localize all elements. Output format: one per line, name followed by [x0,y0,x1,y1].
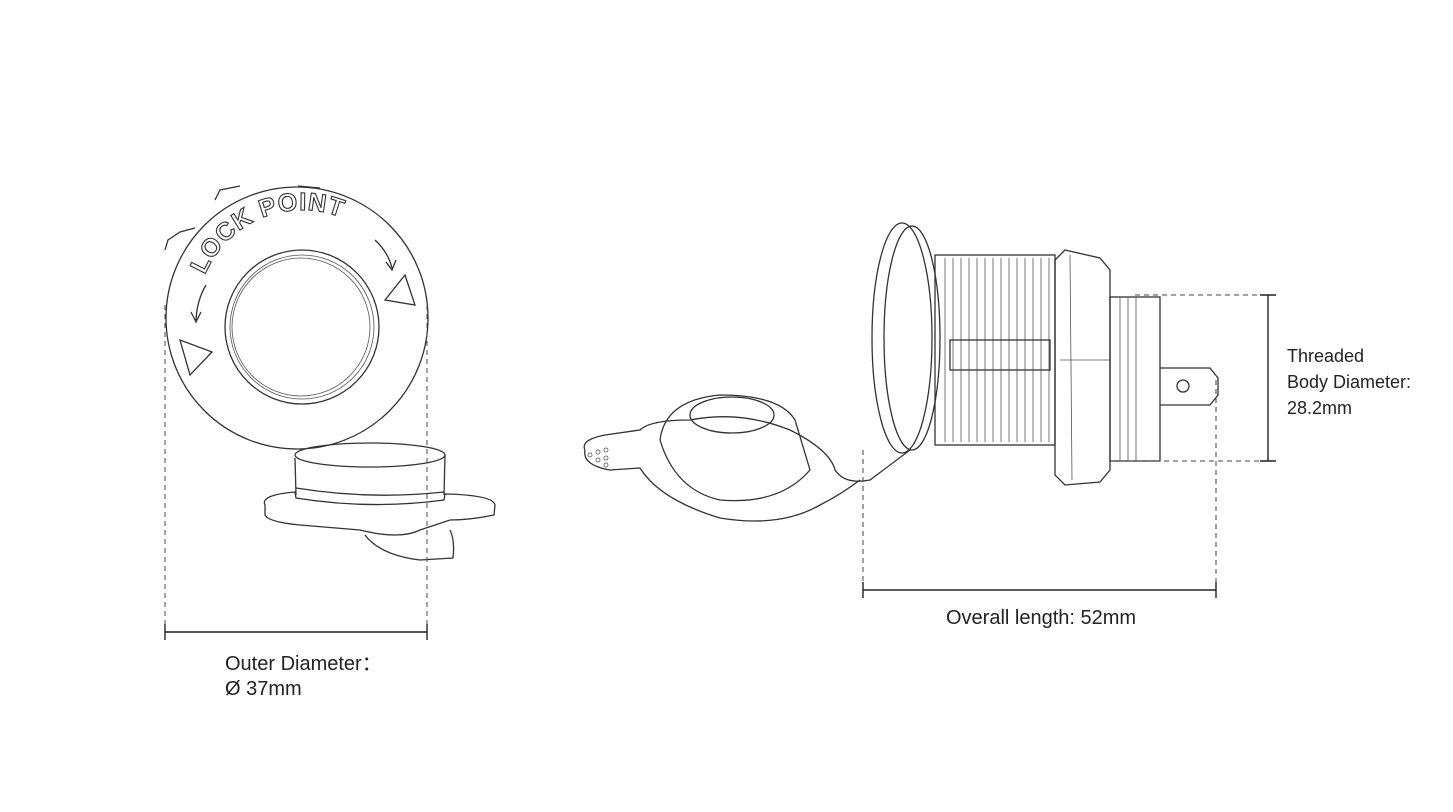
triangle-marker-icon [383,273,416,306]
outer-diameter-dimension-line [164,624,428,640]
cap-front-view [263,442,496,561]
outer-diameter-value: Ø 37mm [225,678,302,700]
arrow-right-icon [374,239,397,272]
cap-side-view [583,394,911,522]
extension-line [862,380,1217,595]
overall-length-label: Overall length: 52mm [946,607,1137,629]
triangle-marker-icon [179,338,214,377]
thread-diameter-label-line1: Threaded [1287,346,1365,366]
thread-diameter-dimension-line [1260,294,1276,462]
socket-front-view: LOCK POINT [164,185,429,450]
threads [944,258,1050,442]
extension-line [164,305,428,630]
socket-side-view [871,222,1219,486]
extension-line [1110,294,1268,462]
outer-diameter-label: Outer Diameter： [225,653,382,675]
arrow-left-icon [190,284,207,324]
cap-tab-holes [587,447,609,468]
thread-diameter-label-line2: Body Diameter: [1287,372,1412,392]
overall-length-dimension-line [862,582,1217,598]
thread-diameter-value: 28.2mm [1287,398,1353,418]
